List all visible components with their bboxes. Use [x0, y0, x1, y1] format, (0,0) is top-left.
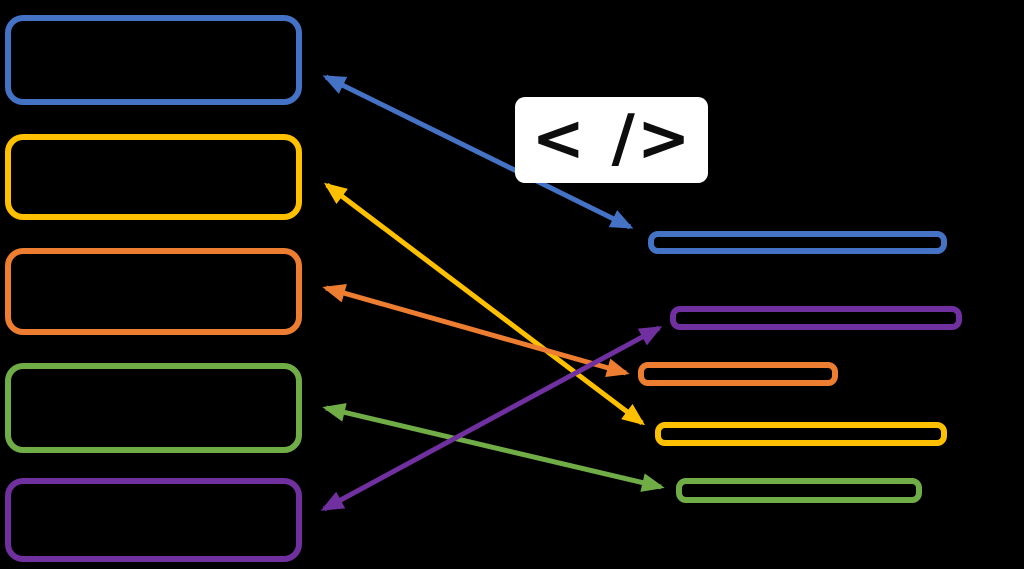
arrow-purple	[320, 325, 663, 512]
source-box-orange	[5, 248, 302, 335]
code-icon-glyph: < />	[532, 102, 693, 176]
source-box-yellow	[5, 134, 302, 220]
arrow-orange	[322, 284, 630, 377]
source-box-green	[5, 363, 302, 453]
source-box-purple	[5, 478, 302, 562]
code-icon-background	[515, 97, 708, 183]
target-bar-blue	[648, 231, 947, 254]
target-bar-yellow	[655, 422, 947, 446]
target-bar-purple	[670, 306, 962, 330]
code-icon: < />	[515, 97, 708, 183]
target-bar-orange	[638, 362, 838, 386]
source-box-blue	[5, 15, 302, 105]
target-bar-green	[676, 478, 922, 503]
